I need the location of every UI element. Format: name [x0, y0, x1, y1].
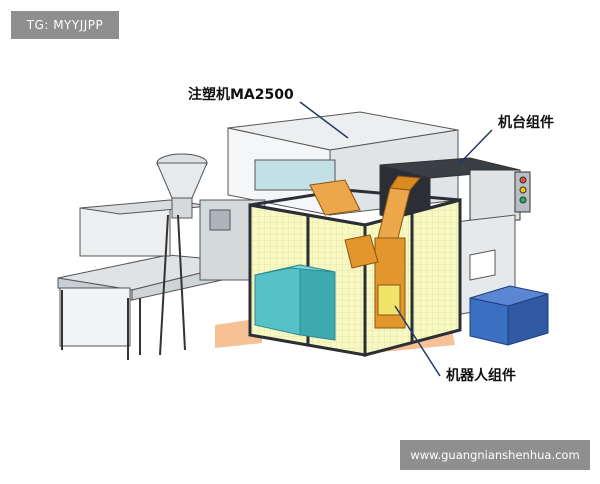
label-machine-base: 机台组件	[498, 115, 554, 131]
blue-tank	[469, 285, 549, 346]
hopper	[156, 153, 208, 356]
footer-url[interactable]: www.guangnianshenhua.com	[400, 440, 590, 470]
robot-arm	[309, 175, 421, 329]
watermark-badge: TG: MYYJJPP	[11, 11, 119, 39]
callout-lines	[299, 101, 493, 377]
label-robot: 机器人组件	[446, 368, 516, 384]
teal-block	[254, 264, 336, 341]
label-injection-machine: 注塑机MA2500	[188, 87, 294, 103]
